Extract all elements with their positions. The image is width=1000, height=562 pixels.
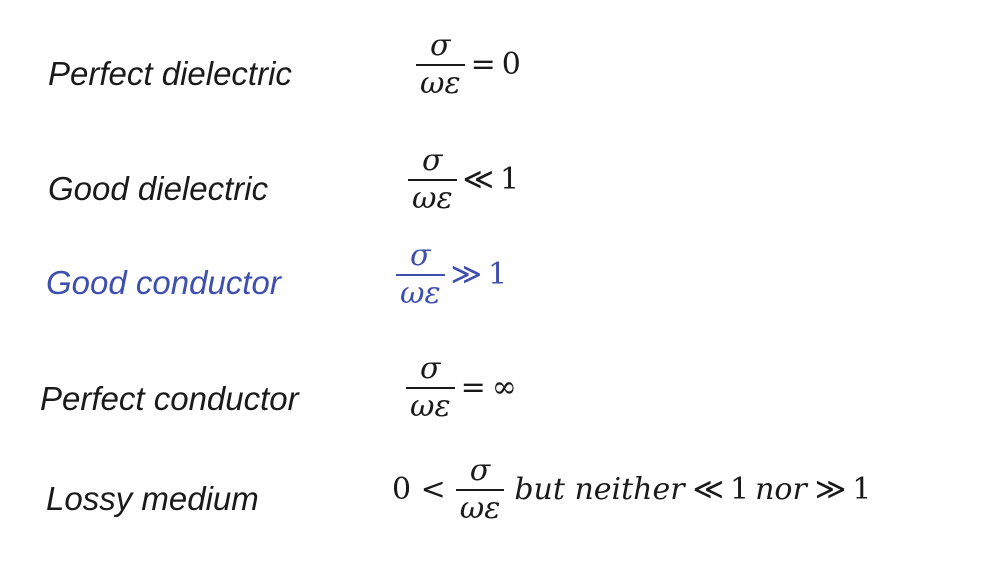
relation-symbol: ≪ xyxy=(692,471,724,507)
fraction-bar xyxy=(408,178,457,181)
condition-text: nor xyxy=(755,471,807,507)
equation-good-conductor: σ ωε ≫ 1 xyxy=(392,240,507,309)
relation-value: 1 xyxy=(852,471,872,507)
relation-value: 1 xyxy=(487,256,508,292)
fraction: σ ωε xyxy=(396,240,445,309)
fraction-bar xyxy=(396,273,445,276)
fraction-numerator: σ xyxy=(430,28,451,63)
fraction-bar xyxy=(455,488,505,491)
equation-perfect-conductor: σ ωε = ∞ xyxy=(402,353,517,422)
fraction: σ ωε xyxy=(408,145,457,214)
fraction-numerator: σ xyxy=(422,143,443,178)
fraction: σ ωε xyxy=(406,353,455,422)
relation-symbol: = xyxy=(470,46,496,82)
fraction-numerator: σ xyxy=(420,351,441,386)
equation-lossy-medium: 0 < σ ωε but neither ≪ 1 nor ≫ 1 xyxy=(392,455,871,524)
label-lossy-medium: Lossy medium xyxy=(46,480,259,517)
fraction: σ ωε xyxy=(455,453,505,526)
relation-symbol: = xyxy=(460,369,486,405)
relation-value: 1 xyxy=(499,161,520,197)
relation-value: ∞ xyxy=(491,369,517,405)
condition-text: but neither xyxy=(514,471,685,507)
fraction-numerator: σ xyxy=(410,238,431,273)
fraction: σ ωε xyxy=(416,30,465,99)
relation-symbol: ≪ xyxy=(462,161,494,197)
equation-good-dielectric: σ ωε ≪ 1 xyxy=(404,145,519,214)
fraction-denominator: ωε xyxy=(412,180,453,216)
label-good-conductor: Good conductor xyxy=(46,264,281,301)
fraction-denominator: ωε xyxy=(420,65,461,101)
fraction-numerator: σ xyxy=(469,453,491,488)
relation-symbol: ≫ xyxy=(450,256,482,292)
lower-bound: 0 < xyxy=(392,471,446,507)
label-perfect-conductor: Perfect conductor xyxy=(40,380,299,417)
relation-value: 1 xyxy=(730,471,750,507)
fraction-denominator: ωε xyxy=(410,388,451,424)
fraction-bar xyxy=(416,63,465,66)
fraction-denominator: ωε xyxy=(459,490,501,526)
label-good-dielectric: Good dielectric xyxy=(48,170,269,207)
relation-value: 0 xyxy=(501,46,521,82)
equation-perfect-dielectric: σ ωε = 0 xyxy=(412,30,521,99)
label-perfect-dielectric: Perfect dielectric xyxy=(48,55,292,92)
relation-symbol: ≫ xyxy=(814,471,847,507)
fraction-denominator: ωε xyxy=(400,275,441,311)
fraction-bar xyxy=(406,386,455,389)
